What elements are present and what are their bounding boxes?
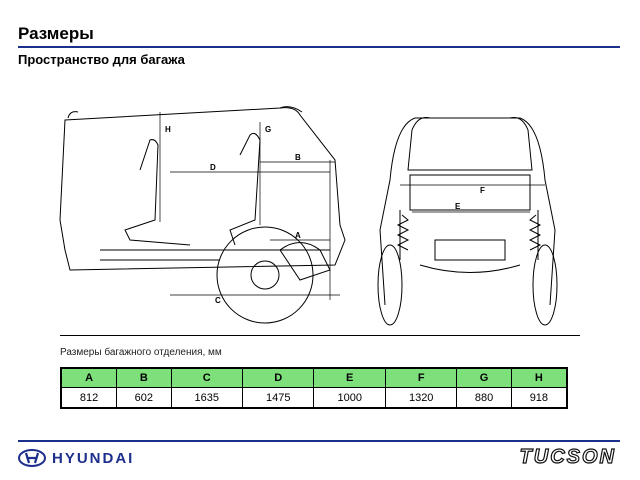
title-divider: [18, 46, 620, 48]
col-g-header: G: [456, 367, 512, 388]
luggage-space-diagram: H G D B A C F E: [59, 106, 558, 326]
col-d-value: 1475: [241, 387, 315, 409]
side-dimension-lines: [159, 112, 340, 300]
label-b: B: [295, 153, 301, 162]
col-e-value: 1000: [313, 387, 386, 409]
col-c-header: C: [170, 367, 243, 388]
col-a-value: 812: [60, 387, 118, 409]
rear-dimension-labels: F E: [455, 186, 485, 211]
col-h-value: 918: [510, 387, 568, 409]
label-c: C: [215, 296, 221, 305]
side-view: [59, 106, 346, 324]
label-f: F: [480, 186, 485, 195]
brand-name: HYUNDAI: [52, 449, 135, 467]
label-a: A: [295, 231, 301, 240]
table-caption: Размеры багажного отделения, мм: [60, 347, 222, 358]
hyundai-emblem-icon: [18, 449, 46, 467]
col-a-header: A: [60, 367, 118, 388]
label-d: D: [210, 163, 216, 172]
page-subtitle: Пространство для багажа: [18, 52, 185, 67]
col-f-header: F: [384, 367, 458, 388]
label-h: H: [165, 125, 171, 134]
col-e-header: E: [313, 367, 386, 388]
col-f-value: 1320: [384, 387, 458, 409]
col-d-header: D: [241, 367, 315, 388]
brand-logo: HYUNDAI: [18, 448, 134, 468]
col-g-value: 880: [456, 387, 512, 409]
dimensions-table: A B C D E F G H 812 602 1635 1475 1000 1…: [60, 367, 568, 409]
rear-view: [377, 117, 558, 326]
page-title: Размеры: [18, 24, 94, 43]
label-g: G: [265, 125, 271, 134]
table-header-row: A B C D E F G H: [60, 367, 568, 388]
diagram-baseline: [60, 335, 580, 336]
model-logo: TUCSON: [519, 445, 616, 468]
footer-divider: [18, 440, 620, 442]
col-h-header: H: [510, 367, 568, 388]
col-b-header: B: [116, 367, 172, 388]
table-row: 812 602 1635 1475 1000 1320 880 918: [60, 387, 568, 409]
col-b-value: 602: [116, 387, 172, 409]
side-dimension-labels: H G D B A C: [165, 125, 301, 305]
label-e: E: [455, 202, 461, 211]
col-c-value: 1635: [170, 387, 243, 409]
rear-dimension-lines: [400, 184, 545, 213]
